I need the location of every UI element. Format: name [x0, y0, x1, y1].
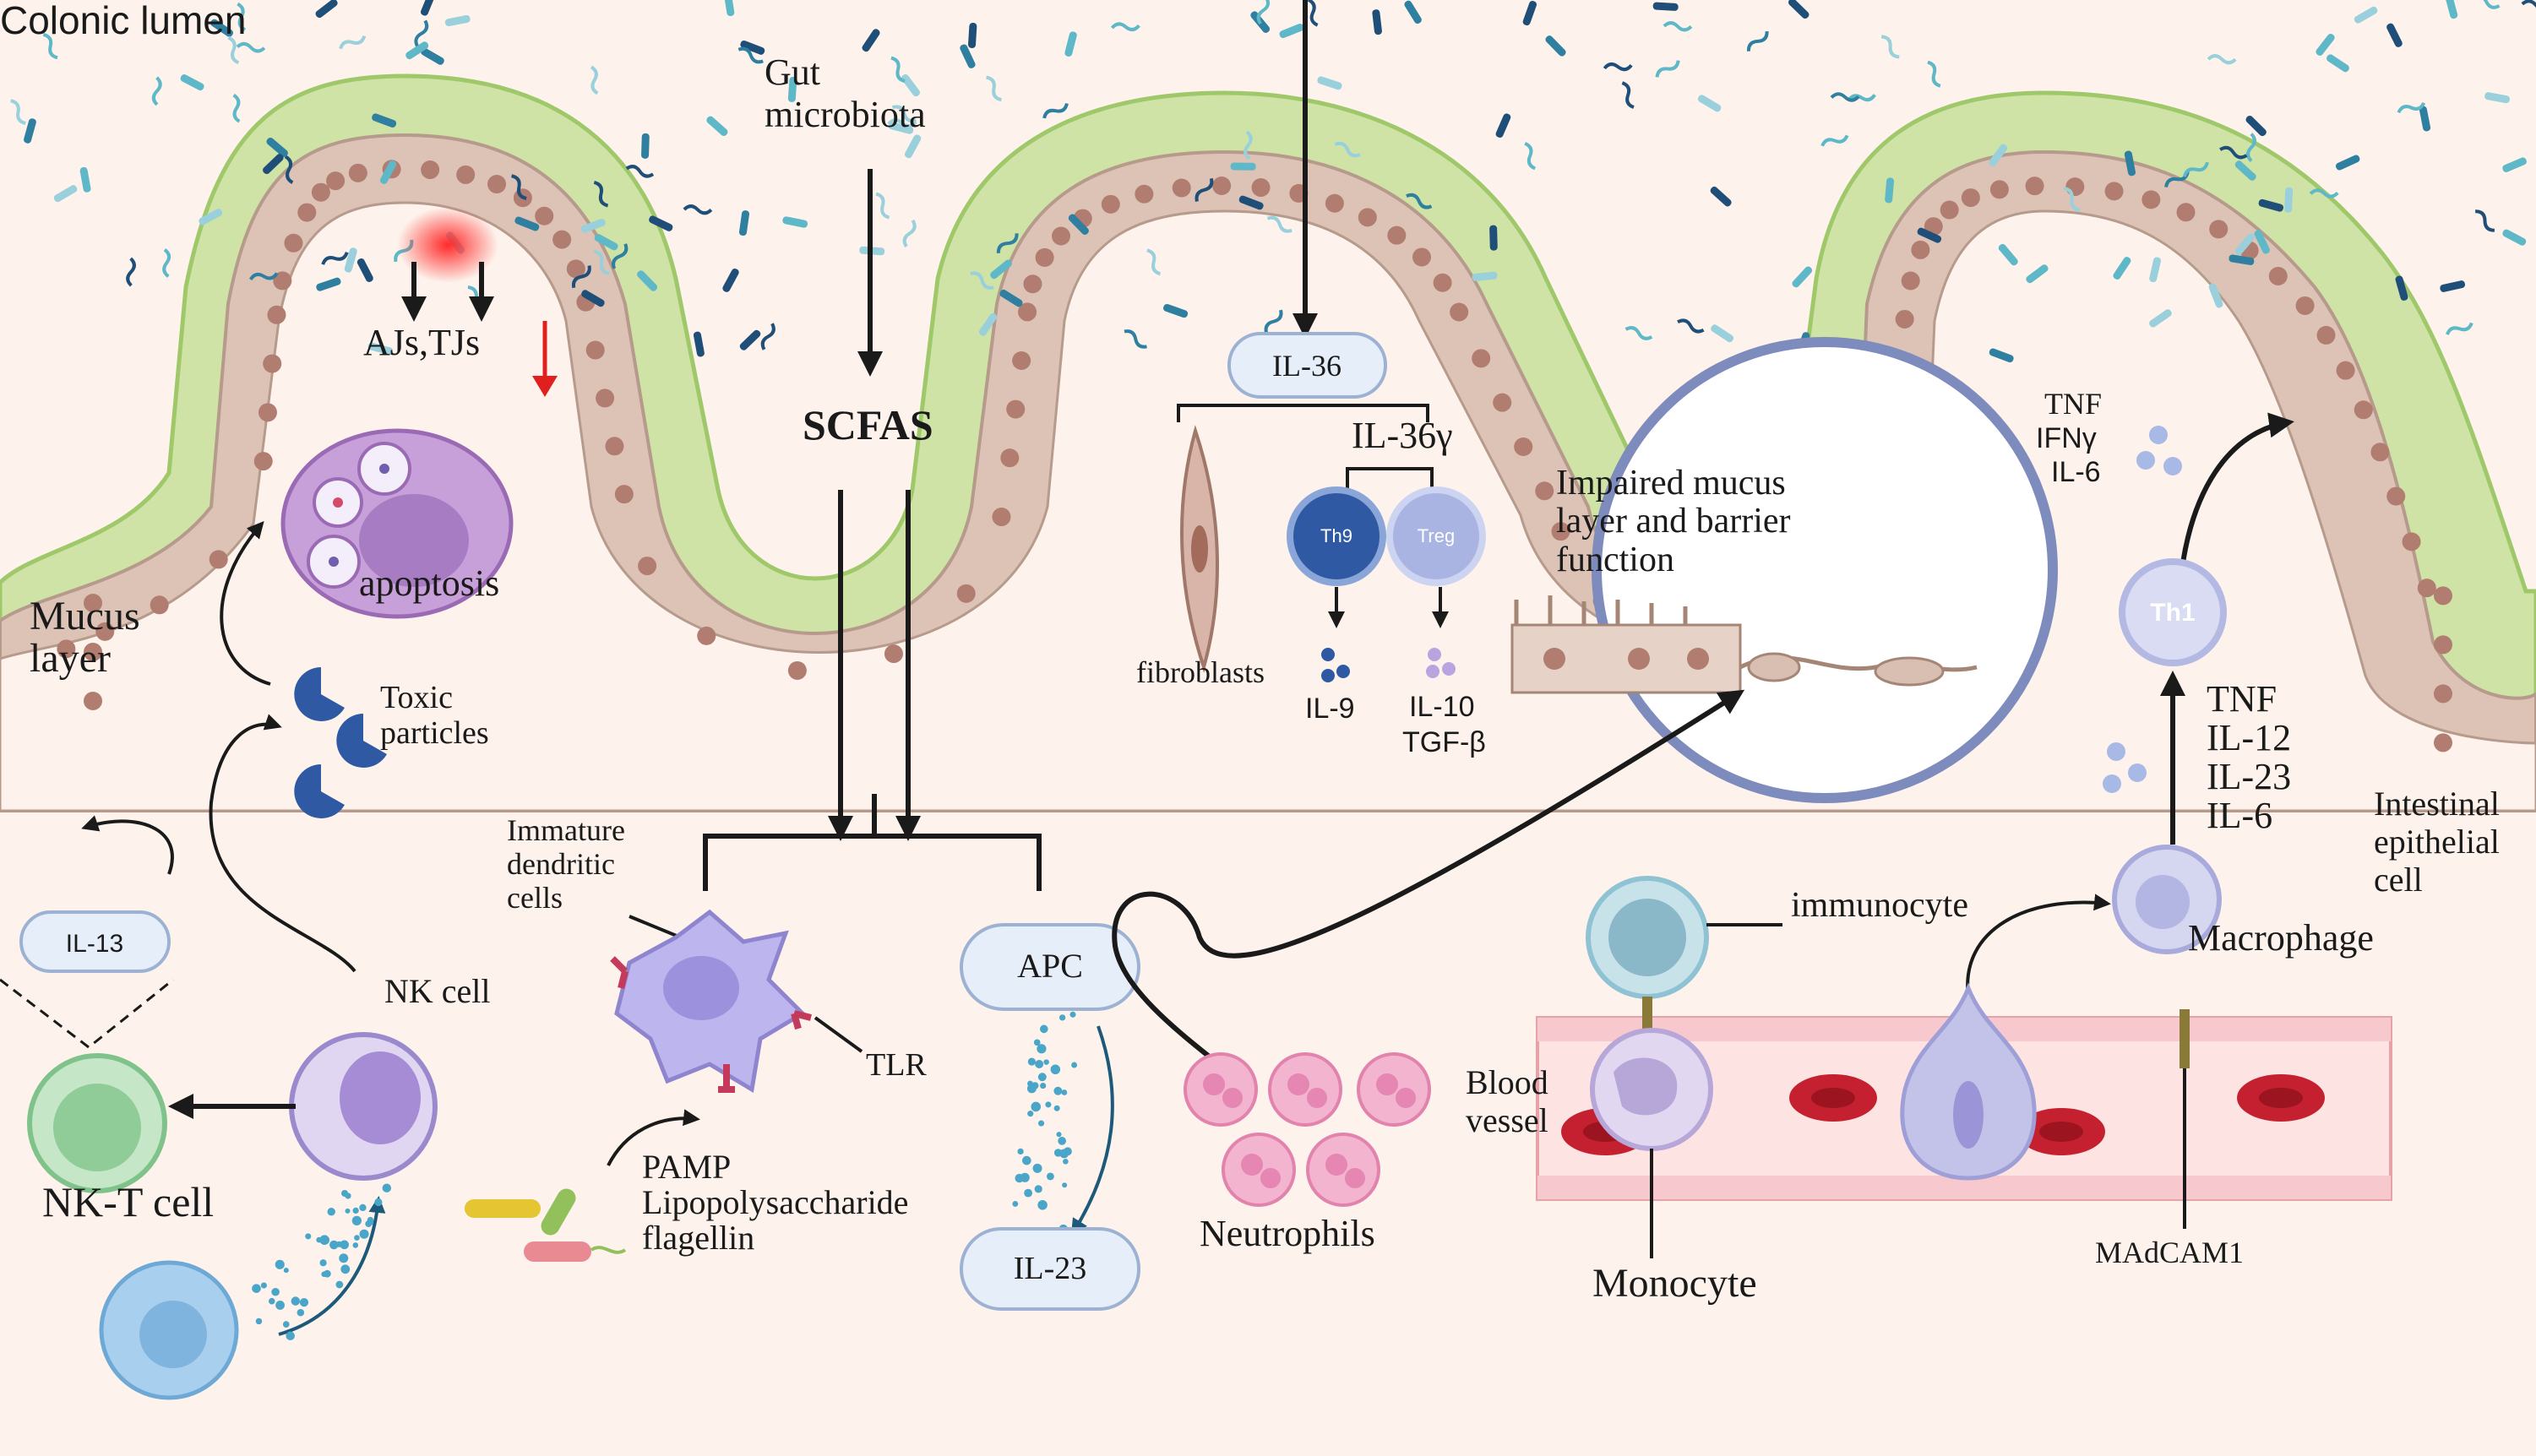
il36g-bracket — [1346, 467, 1434, 503]
ifng-label: IFNγ — [2036, 422, 2097, 454]
il10-dots — [1426, 648, 1456, 678]
fibroblast-nucleus — [1191, 525, 1208, 573]
pamp-label-2: Lipopolysaccharide — [642, 1183, 908, 1221]
nkt-cell-label: NK-T cell — [42, 1178, 214, 1225]
madcam1-molecule-icon — [2180, 1009, 2190, 1068]
madcam1-label: MAdCAM1 — [2095, 1236, 2244, 1269]
tnf-top-label: TNF — [2044, 387, 2102, 421]
monocyte-label: Monocyte — [1592, 1261, 1757, 1306]
neutrophils-label: Neutrophils — [1200, 1213, 1375, 1254]
th1-cytokine-arrow — [2177, 412, 2294, 592]
intestinal-label-2: epithelial — [2374, 823, 2500, 861]
apc-to-il23-arrow — [1070, 1025, 1114, 1236]
cytokine-spray-apc — [1012, 1011, 1078, 1234]
il13-pill — [19, 910, 171, 973]
damaged-epithelium-icon — [1510, 595, 1978, 694]
impaired-label-3: function — [1556, 541, 1674, 579]
immunocyte-label: immunocyte — [1791, 886, 1968, 925]
cytokine-spray-left — [252, 1183, 392, 1341]
mucus-label-2: layer — [30, 636, 111, 681]
toxic-to-apoptosis-arrow — [220, 520, 271, 686]
extravasating-cell-icon — [1900, 982, 2037, 1181]
immunocyte-icon — [1586, 876, 1709, 999]
il36-bracket — [1177, 404, 1429, 422]
tgfb-label: TGF-β — [1402, 726, 1486, 758]
cytokine-tnf: TNF — [2207, 678, 2277, 720]
transmigration-arrow — [1966, 894, 2111, 997]
fibroblasts-label: fibroblasts — [1136, 655, 1265, 689]
nkt-cell-icon — [27, 1053, 167, 1193]
tlr-label: TLR — [866, 1047, 927, 1083]
il36-pill — [1227, 332, 1387, 399]
nk-cell-label: NK cell — [384, 972, 491, 1010]
cytokine-il6: IL-6 — [2207, 795, 2272, 836]
decrease-arrowhead — [532, 376, 558, 397]
th9-label: Th9 — [1320, 525, 1352, 546]
scfas-bracket — [703, 834, 1042, 891]
dc-label-2: dendritic — [507, 847, 615, 881]
bacteria-icon — [10, 0, 2536, 363]
blood-vessel-label-1: Blood — [1466, 1063, 1548, 1101]
th1-label: Th1 — [2150, 599, 2195, 627]
il23-pill — [960, 1227, 1140, 1311]
ajs-tjs-label: AJs,TJs — [363, 322, 480, 363]
il36-label: IL-36 — [1272, 349, 1341, 383]
macrophage-icon — [2112, 845, 2222, 954]
cytokine-il12: IL-12 — [2207, 717, 2291, 758]
mucus-label-1: Mucus — [30, 594, 140, 638]
dc-label-3: cells — [507, 881, 563, 915]
cytokine-dots-top — [2136, 426, 2182, 475]
apoptotic-cell-icon — [280, 428, 514, 619]
neutrophil-icon — [1184, 1052, 1431, 1207]
apc-pill — [960, 923, 1140, 1011]
nk-cell-icon — [289, 1032, 438, 1181]
impaired-label-1: Impaired mucus — [1556, 464, 1786, 503]
precursor-nucleus — [139, 1301, 207, 1368]
intestinal-label-3: cell — [2374, 861, 2423, 899]
pamp-label-3: flagellin — [642, 1219, 754, 1257]
cytokine-il23: IL-23 — [2207, 756, 2291, 797]
tlr-pointer — [814, 1016, 863, 1053]
il36g-label: IL-36γ — [1352, 415, 1453, 456]
toxic-label-1: Toxic — [380, 680, 453, 715]
treg-cell-icon — [1386, 486, 1486, 586]
colonic-lumen-label: Colonic lumen — [0, 0, 246, 42]
il13-label: IL-13 — [66, 930, 123, 958]
il13-dashed — [0, 978, 174, 1049]
red-blood-cell-icon — [1561, 1074, 2325, 1155]
blood-vessel-label-2: vessel — [1466, 1101, 1548, 1139]
apc-label: APC — [1017, 947, 1083, 985]
gut-microbiota-label-2: microbiota — [765, 94, 926, 135]
toxic-label-2: particles — [380, 715, 489, 751]
pamp-label-1: PAMP — [642, 1148, 731, 1186]
macrophage-label: Macrophage — [2188, 917, 2374, 959]
intestinal-label-1: Intestinal — [2374, 785, 2500, 823]
monocyte-icon — [1590, 1028, 1713, 1151]
il6-top-label: IL-6 — [2051, 456, 2101, 488]
cytokine-dots-right — [2103, 742, 2147, 793]
precursor-arrow — [278, 1196, 386, 1336]
nk-to-toxic-arrow — [209, 714, 356, 973]
dc-label-1: Immature — [507, 813, 625, 847]
pamp-arrow — [607, 1109, 700, 1166]
il23-label: IL-23 — [1014, 1251, 1087, 1286]
il13-arrow — [81, 815, 174, 875]
impaired-label-2: layer and barrier — [1556, 502, 1791, 541]
dendritic-cell-icon — [610, 909, 812, 1094]
th9-cell-icon — [1287, 486, 1386, 586]
scfas-label: SCFAS — [803, 401, 933, 448]
il9-dots — [1321, 648, 1350, 682]
il9-label: IL-9 — [1305, 693, 1355, 725]
gut-microbiota-label-1: Gut — [765, 52, 820, 93]
apc-to-barrier-arrow — [1112, 689, 1745, 1092]
inflammation-glow — [397, 207, 498, 283]
apoptosis-label: apoptosis — [359, 562, 499, 604]
th1-cell-icon — [2119, 558, 2227, 666]
bacteria-pamp-icon — [465, 1188, 627, 1262]
treg-label: Treg — [1418, 525, 1455, 546]
il10-label: IL-10 — [1409, 691, 1475, 723]
toxic-particle-icon — [294, 667, 387, 818]
